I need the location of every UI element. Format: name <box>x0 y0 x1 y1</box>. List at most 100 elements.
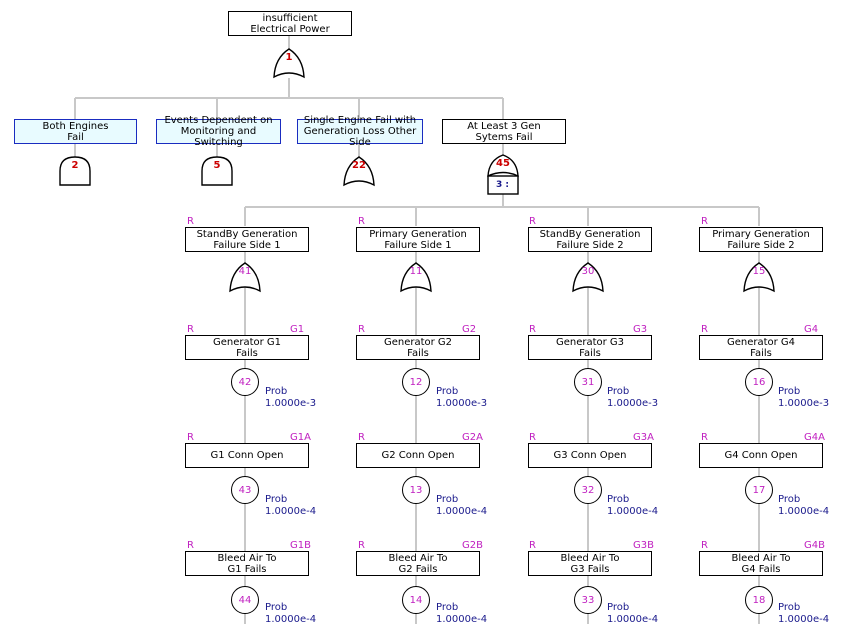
event-box[interactable]: Generator G3 Fails <box>528 335 652 360</box>
tag-r: R <box>529 216 536 227</box>
gate-box-primary-side-2[interactable]: Primary Generation Failure Side 2 <box>699 227 823 252</box>
event-box[interactable]: Generator G4 Fails <box>699 335 823 360</box>
tag-r: R <box>701 216 708 227</box>
event-box[interactable]: Bleed Air To G1 Fails <box>185 551 309 576</box>
tag-r: R <box>187 216 194 227</box>
event-box[interactable]: G4 Conn Open <box>699 443 823 468</box>
gate-box-standby-side-2[interactable]: StandBy Generation Failure Side 2 <box>528 227 652 252</box>
prob-label: Prob <box>265 602 288 613</box>
prob-label: Prob <box>265 494 288 505</box>
basic-event-circle: 18 <box>745 586 773 614</box>
basic-event-circle: 33 <box>574 586 602 614</box>
tag-r: R <box>701 324 708 335</box>
tag-r: R <box>529 540 536 551</box>
basic-event-circle: 16 <box>745 368 773 396</box>
basic-event-circle: 12 <box>402 368 430 396</box>
event-box[interactable]: G2 Conn Open <box>356 443 480 468</box>
basic-event-circle: 44 <box>231 586 259 614</box>
tag-r: R <box>701 432 708 443</box>
or-gate-icon <box>229 262 261 293</box>
event-id: G1 <box>290 324 305 335</box>
prob-value: 1.0000e-3 <box>265 398 317 409</box>
prob-value: 1.0000e-4 <box>778 506 830 517</box>
prob-value: 1.0000e-4 <box>265 506 317 517</box>
prob-value: 1.0000e-4 <box>778 614 830 625</box>
gate-number: 1 <box>285 52 293 63</box>
prob-label: Prob <box>436 602 459 613</box>
event-box[interactable]: Generator G2 Fails <box>356 335 480 360</box>
prob-value: 1.0000e-3 <box>607 398 659 409</box>
vote-gate-icon <box>487 154 519 195</box>
tag-r: R <box>358 216 365 227</box>
gate-number: 11 <box>409 266 423 277</box>
tag-r: R <box>529 432 536 443</box>
prob-value: 1.0000e-4 <box>436 614 488 625</box>
and-gate-icon <box>201 156 233 186</box>
or-gate-icon <box>743 262 775 293</box>
event-dependent-monitoring-switching[interactable]: Events Dependent on Monitoring and Switc… <box>156 115 281 148</box>
gate-number: 2 <box>71 160 79 171</box>
basic-event-circle: 42 <box>231 368 259 396</box>
basic-event-circle: 14 <box>402 586 430 614</box>
tag-r: R <box>187 540 194 551</box>
tag-r: R <box>187 324 194 335</box>
prob-label: Prob <box>607 386 630 397</box>
gate-number: 30 <box>581 266 595 277</box>
basic-event-circle: 17 <box>745 476 773 504</box>
event-id: G3 <box>633 324 648 335</box>
prob-label: Prob <box>778 602 801 613</box>
event-box[interactable]: Generator G1 Fails <box>185 335 309 360</box>
event-id: G2B <box>462 540 483 551</box>
tag-r: R <box>358 540 365 551</box>
prob-label: Prob <box>436 386 459 397</box>
or-gate-icon <box>343 156 375 187</box>
prob-value: 1.0000e-4 <box>607 506 659 517</box>
tag-r: R <box>358 324 365 335</box>
basic-event-circle: 43 <box>231 476 259 504</box>
prob-label: Prob <box>778 494 801 505</box>
prob-value: 1.0000e-3 <box>778 398 830 409</box>
event-box[interactable]: Bleed Air To G3 Fails <box>528 551 652 576</box>
prob-label: Prob <box>778 386 801 397</box>
or-gate-icon <box>572 262 604 293</box>
event-id: G2 <box>462 324 477 335</box>
event-id: G4 <box>804 324 819 335</box>
tag-r: R <box>187 432 194 443</box>
prob-label: Prob <box>607 494 630 505</box>
event-id: G3A <box>633 432 654 443</box>
tag-r: R <box>358 432 365 443</box>
event-both-engines-fail[interactable]: Both Engines Fail <box>14 119 137 144</box>
event-id: G4A <box>804 432 825 443</box>
event-box[interactable]: Bleed Air To G2 Fails <box>356 551 480 576</box>
tag-r: R <box>701 540 708 551</box>
basic-event-circle: 31 <box>574 368 602 396</box>
prob-value: 1.0000e-4 <box>265 614 317 625</box>
event-box[interactable]: G3 Conn Open <box>528 443 652 468</box>
event-id: G2A <box>462 432 483 443</box>
basic-event-circle: 13 <box>402 476 430 504</box>
event-id: G1B <box>290 540 311 551</box>
prob-value: 1.0000e-4 <box>436 506 488 517</box>
gate-box-primary-side-1[interactable]: Primary Generation Failure Side 1 <box>356 227 480 252</box>
tag-r: R <box>529 324 536 335</box>
vote-threshold: 3 : <box>496 180 509 190</box>
event-at-least-3-gen-fail[interactable]: At Least 3 Gen Sytems Fail <box>442 119 566 144</box>
or-gate-icon <box>400 262 432 293</box>
prob-label: Prob <box>265 386 288 397</box>
gate-number: 41 <box>238 266 252 277</box>
top-event-box[interactable]: insufficient Electrical Power <box>228 11 352 36</box>
gate-box-standby-side-1[interactable]: StandBy Generation Failure Side 1 <box>185 227 309 252</box>
event-single-engine-fail[interactable]: Single Engine Fail with Generation Loss … <box>297 115 423 148</box>
gate-number: 22 <box>352 160 366 171</box>
prob-label: Prob <box>436 494 459 505</box>
prob-label: Prob <box>607 602 630 613</box>
prob-value: 1.0000e-3 <box>436 398 488 409</box>
event-id: G3B <box>633 540 654 551</box>
event-box[interactable]: G1 Conn Open <box>185 443 309 468</box>
event-box[interactable]: Bleed Air To G4 Fails <box>699 551 823 576</box>
gate-number: 15 <box>752 266 766 277</box>
and-gate-icon <box>59 156 91 186</box>
or-gate-icon <box>273 48 305 79</box>
basic-event-circle: 32 <box>574 476 602 504</box>
